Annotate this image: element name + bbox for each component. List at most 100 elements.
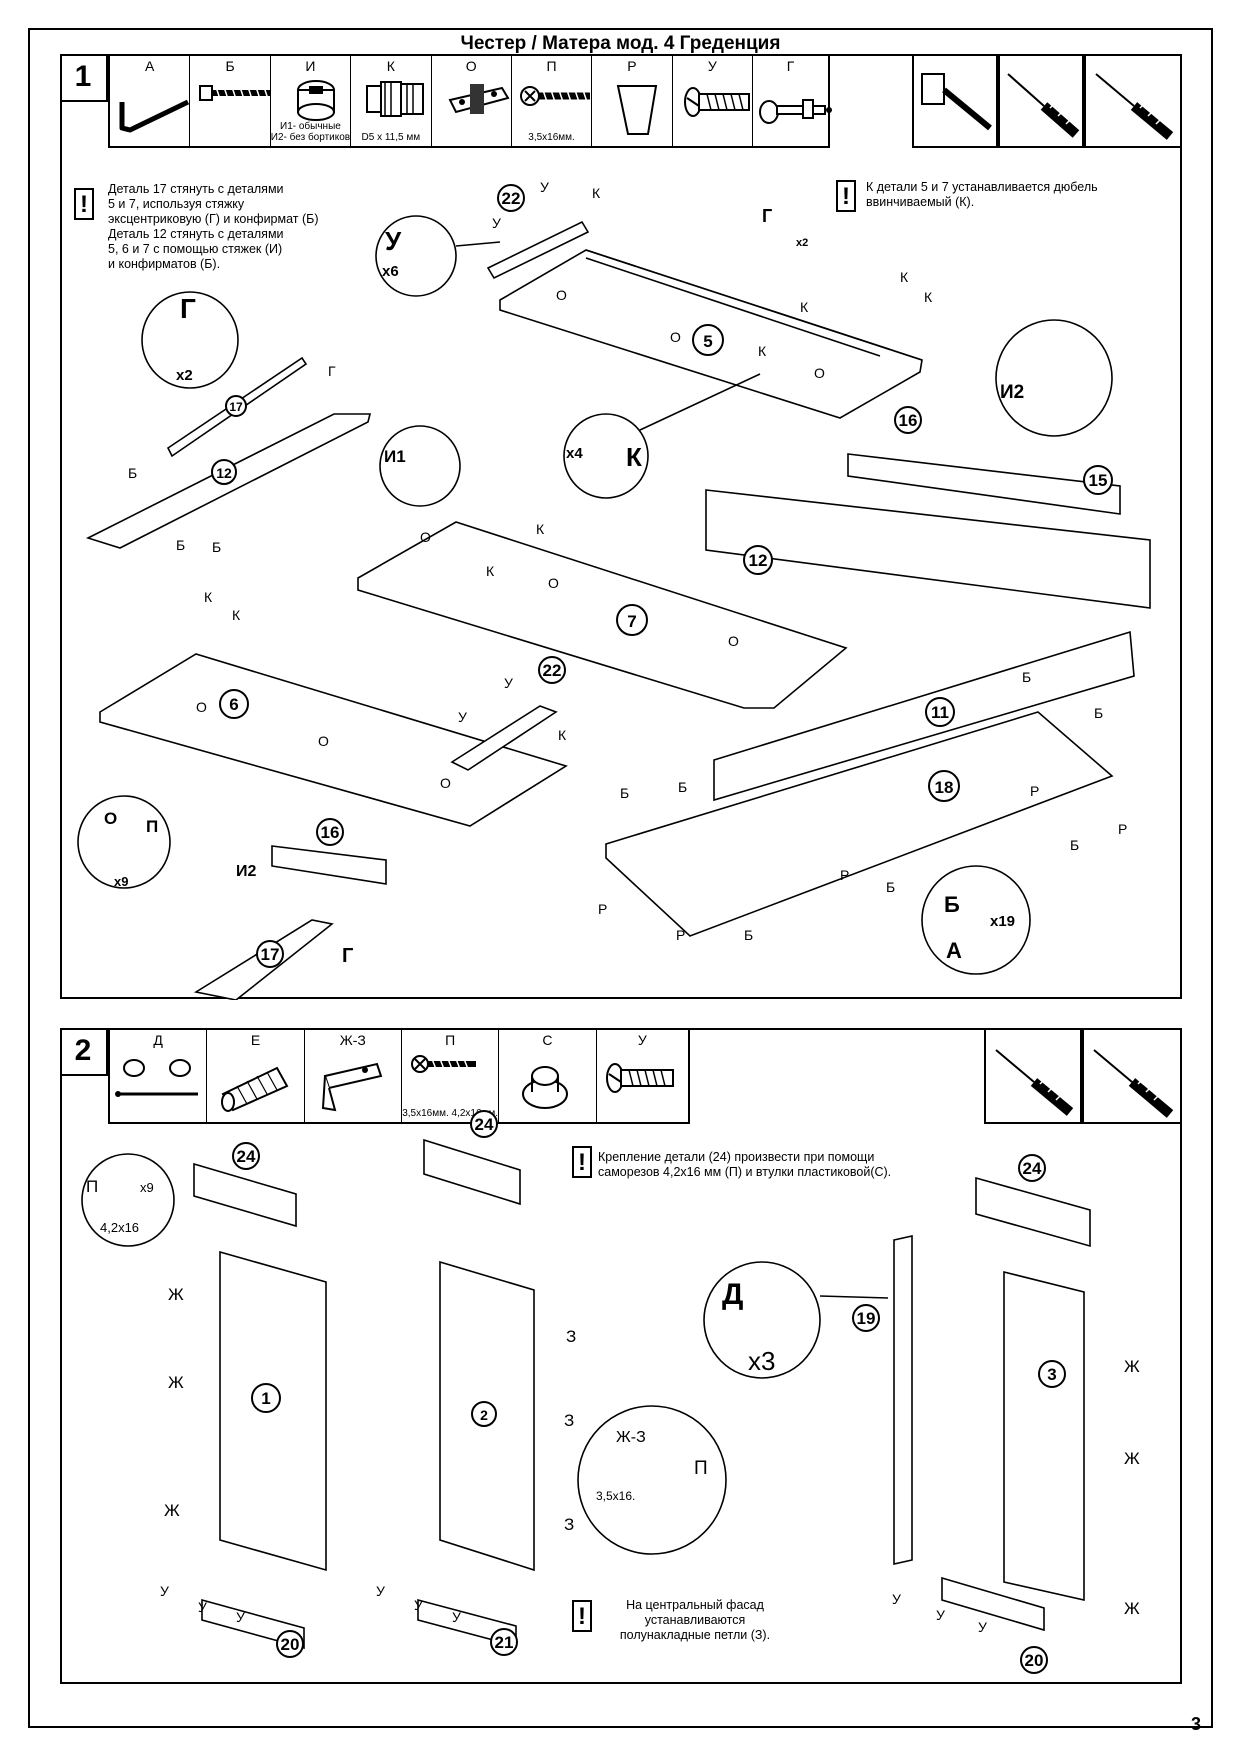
hinge-plate-icon bbox=[448, 84, 510, 114]
svg-text:З: З bbox=[566, 1327, 576, 1346]
svg-text:12: 12 bbox=[216, 465, 232, 481]
svg-text:16: 16 bbox=[321, 823, 340, 842]
part-number-badge: 15 bbox=[1083, 465, 1113, 495]
part-number-badge: 21 bbox=[490, 1628, 518, 1656]
part-r: Р bbox=[592, 56, 673, 146]
svg-text:Р: Р bbox=[840, 867, 849, 883]
flat-screwdriver-tool bbox=[1082, 1028, 1182, 1124]
svg-text:У: У bbox=[978, 1619, 987, 1635]
svg-text:К: К bbox=[204, 589, 213, 605]
svg-text:Ж: Ж bbox=[1124, 1449, 1140, 1468]
callout-op-circle bbox=[77, 795, 171, 889]
part-number-badge: 17 bbox=[225, 395, 247, 417]
part-number-badge: 24 bbox=[470, 1110, 498, 1138]
panel-15 bbox=[847, 453, 1121, 515]
svg-text:Г: Г bbox=[762, 206, 772, 226]
flat-screwdriver-icon bbox=[1095, 73, 1174, 140]
confirmat-screw-icon bbox=[199, 85, 271, 101]
svg-text:Б: Б bbox=[128, 465, 137, 481]
step2-note-bottom: На центральный фасад устанавливаются пол… bbox=[619, 1598, 771, 1642]
hammer-tool bbox=[912, 54, 998, 148]
svg-text:1: 1 bbox=[261, 1389, 270, 1408]
svg-text:21: 21 bbox=[495, 1633, 514, 1652]
svg-text:3: 3 bbox=[1047, 1365, 1056, 1384]
svg-text:16: 16 bbox=[899, 411, 918, 430]
svg-text:x3: x3 bbox=[748, 1346, 775, 1376]
page-number: 3 bbox=[1190, 1714, 1201, 1734]
svg-text:Ж: Ж bbox=[1124, 1599, 1140, 1618]
part-a: А bbox=[110, 56, 191, 146]
top-panel-24-left bbox=[193, 1162, 297, 1228]
svg-text:У: У bbox=[414, 1597, 423, 1613]
part-g: Г bbox=[753, 56, 832, 146]
part-d: Д bbox=[110, 1030, 208, 1122]
callout-i1-circle bbox=[379, 425, 461, 507]
top-panel-24-middle bbox=[423, 1138, 521, 1206]
svg-text:У: У bbox=[892, 1591, 901, 1607]
panel-22-bottom bbox=[450, 705, 558, 771]
svg-text:О: О bbox=[318, 733, 329, 749]
svg-text:К: К bbox=[924, 289, 933, 305]
phillips-screwdriver-tool bbox=[998, 54, 1084, 148]
phillips-screwdriver-icon bbox=[995, 1049, 1074, 1116]
svg-text:О: О bbox=[104, 809, 117, 828]
door-3 bbox=[1003, 1270, 1085, 1601]
svg-text:Б: Б bbox=[212, 539, 221, 555]
svg-text:x6: x6 bbox=[382, 263, 399, 280]
svg-text:x19: x19 bbox=[990, 913, 1015, 930]
part-p: П 3,5x16мм. bbox=[512, 56, 593, 146]
svg-text:У: У bbox=[936, 1607, 945, 1623]
part-u2: У bbox=[597, 1030, 688, 1122]
svg-text:А: А bbox=[946, 938, 962, 963]
wooden-dowel-icon bbox=[221, 1066, 289, 1112]
svg-text:22: 22 bbox=[502, 189, 521, 208]
svg-text:24: 24 bbox=[1023, 1159, 1042, 1178]
svg-text:5: 5 bbox=[703, 332, 712, 351]
callout-k-circle bbox=[563, 413, 649, 499]
wood-screw-icon bbox=[410, 1055, 476, 1073]
svg-text:У: У bbox=[540, 179, 549, 195]
svg-text:У: У bbox=[492, 215, 501, 231]
step1-assembly-diagram bbox=[77, 215, 1151, 1000]
bolt-icon bbox=[605, 1063, 674, 1093]
page-frame bbox=[28, 28, 1213, 1728]
panel-7 bbox=[357, 521, 848, 709]
eccentric-tie-icon bbox=[115, 1059, 198, 1097]
svg-text:22: 22 bbox=[543, 661, 562, 680]
step1-note-left: Деталь 17 стянуть с деталями 5 и 7, испо… bbox=[108, 182, 319, 271]
svg-text:17: 17 bbox=[229, 400, 243, 414]
step2-parts-row: Д Е Ж-З П 3,5x16мм. 4,2x16мм. С У bbox=[108, 1028, 690, 1124]
warning-icon: ! bbox=[572, 1146, 592, 1178]
part-k: К D5 x 11,5 мм bbox=[351, 56, 432, 146]
svg-text:Б: Б bbox=[744, 927, 753, 943]
panel-11 bbox=[713, 630, 1135, 802]
callout-p-circle bbox=[81, 1153, 175, 1247]
svg-text:У: У bbox=[385, 226, 402, 256]
step1-parts-row: А Б И И1- обычные И2- без бортиков К D5 … bbox=[108, 54, 832, 148]
svg-text:18: 18 bbox=[935, 778, 954, 797]
svg-text:У: У bbox=[458, 709, 467, 725]
warning-icon: ! bbox=[74, 188, 94, 220]
part-e: Е bbox=[207, 1030, 305, 1122]
part-i: И И1- обычные И2- без бортиков bbox=[271, 56, 352, 146]
svg-text:Б: Б bbox=[1070, 837, 1079, 853]
svg-text:О: О bbox=[440, 775, 451, 791]
part-number-badge: 12 bbox=[743, 545, 773, 575]
svg-text:О: О bbox=[728, 633, 739, 649]
bottom-panel-20-right bbox=[941, 1576, 1045, 1632]
svg-text:У: У bbox=[198, 1599, 207, 1615]
svg-text:Ж-З: Ж-З bbox=[616, 1429, 646, 1446]
svg-text:x9: x9 bbox=[140, 1180, 154, 1195]
svg-text:Ж: Ж bbox=[1124, 1357, 1140, 1376]
bottom-panel-20-left bbox=[201, 1598, 305, 1650]
svg-text:К: К bbox=[536, 521, 545, 537]
svg-text:Ж: Ж bbox=[168, 1285, 184, 1304]
step2-note-top: Крепление детали (24) произвести при пом… bbox=[598, 1150, 892, 1179]
svg-text:Р: Р bbox=[676, 927, 685, 943]
svg-text:О: О bbox=[556, 287, 567, 303]
svg-text:Г: Г bbox=[328, 363, 336, 379]
svg-text:Б: Б bbox=[678, 779, 687, 795]
svg-text:17: 17 bbox=[261, 945, 280, 964]
